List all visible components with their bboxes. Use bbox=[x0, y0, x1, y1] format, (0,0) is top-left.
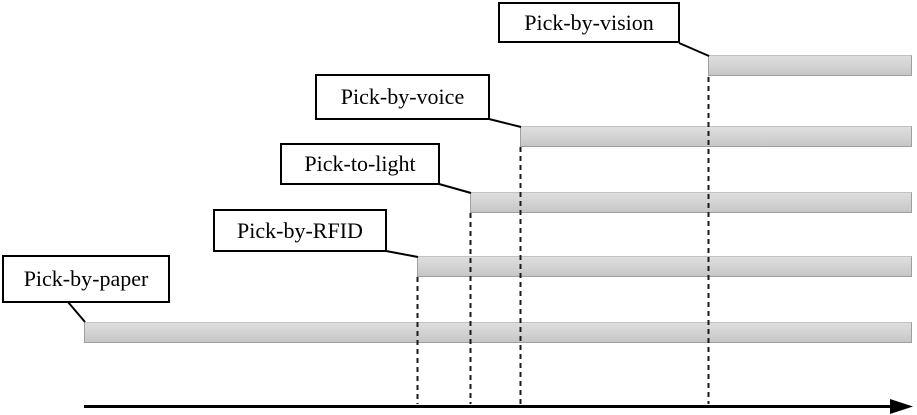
time-axis-arrowhead-icon bbox=[890, 399, 913, 414]
callout-line-voice bbox=[488, 118, 522, 128]
bar-pick-by-rfid bbox=[417, 256, 912, 277]
bar-pick-by-vision bbox=[708, 55, 912, 76]
label-pick-to-light: Pick-to-light bbox=[280, 143, 440, 185]
label-pick-by-voice-text: Pick-by-voice bbox=[340, 84, 465, 109]
callout-line-light bbox=[438, 183, 472, 194]
label-pick-to-light-text: Pick-to-light bbox=[304, 151, 416, 176]
label-pick-by-vision-text: Pick-by-vision bbox=[524, 9, 654, 35]
label-pick-by-paper-text: Pick-by-paper bbox=[23, 266, 149, 291]
bar-pick-by-paper bbox=[84, 322, 912, 343]
callout-line-paper bbox=[67, 301, 86, 323]
label-pick-by-voice: Pick-by-voice bbox=[315, 74, 490, 120]
label-pick-by-vision: Pick-by-vision bbox=[498, 2, 680, 43]
label-pick-by-rfid-text: Pick-by-RFID bbox=[237, 217, 363, 243]
label-pick-by-rfid: Pick-by-RFID bbox=[213, 209, 387, 252]
time-axis-arrow bbox=[84, 399, 913, 414]
bar-pick-to-light bbox=[470, 192, 912, 213]
label-pick-by-paper: Pick-by-paper bbox=[2, 255, 170, 303]
bar-pick-by-voice bbox=[520, 126, 912, 147]
callout-line-rfid bbox=[385, 250, 419, 258]
callout-line-vision bbox=[678, 42, 710, 57]
